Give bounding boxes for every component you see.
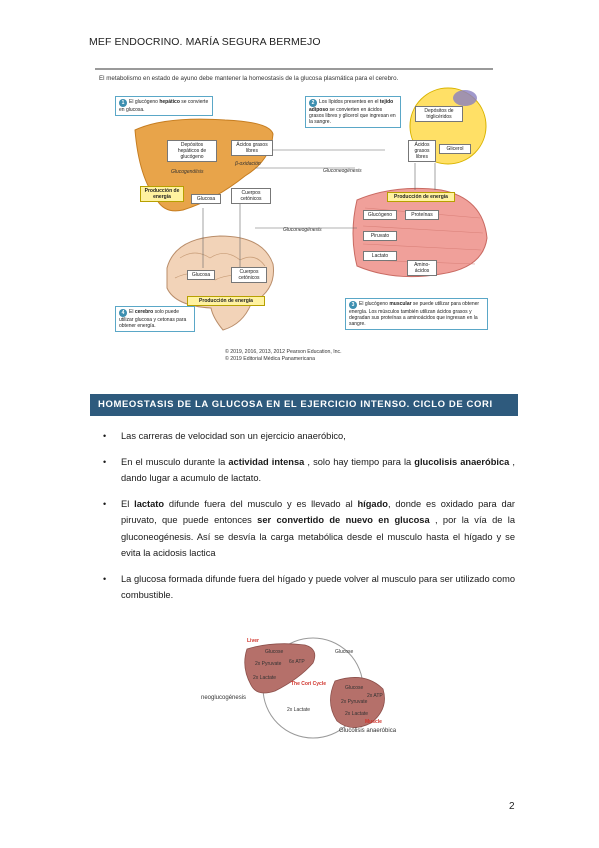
box-muscle-proteins: Proteínas [405,210,439,220]
box-glycerol: Glicerol [439,144,471,154]
box-muscle-pyruvate: Piruvato [363,231,397,241]
cori-muscle-pyruvate: 2x Pyruvate [341,699,368,705]
cori-liver-lactate: 2x Lactate [253,675,277,681]
cori-cycle-title: The Cori Cycle [291,681,327,687]
figure-caption: El metabolismo en estado de ayuno debe m… [99,75,399,82]
label-beta-oxidation: β-oxidación [235,161,261,167]
bullet-item-4: • La glucosa formada difunde fuera del h… [103,571,515,604]
cori-lactate-arrow: 2x Lactate [287,707,311,713]
cori-cycle-drawing [244,637,385,739]
box-liver-glycogen: Depósitos hepáticos de glucógeno [167,140,217,162]
fasting-metabolism-figure: El metabolismo en estado de ayuno debe m… [95,68,493,370]
running-header: MEF ENDOCRINO. MARÍA SEGURA BERMEJO [89,36,321,48]
label-gluconeogenesis-top: Gluconeogénesis [323,168,362,174]
figure-top-rule [95,68,493,70]
cori-glucose-arrow: Glucose [335,649,354,655]
cori-muscle-atp: 2x ATP [367,693,383,699]
cori-muscle-shape [330,677,385,728]
bullet-item-1: • Las carreras de velocidad son un ejerc… [103,428,515,445]
figure-credit: © 2019, 2016, 2013, 2012 Pearson Educati… [225,349,342,362]
cori-bottom-label: Glucolisis anaeróbica [339,728,397,734]
cori-left-label: neoglucogénesis [201,695,247,701]
cori-muscle-lactate: 2x Lactate [345,711,369,717]
box-muscle-glycogen: Glucógeno [363,210,397,220]
box-liver-fatty-acids: Ácidos grasos libres [231,140,273,156]
bullet-item-3: • El lactato difunde fuera del musculo y… [103,496,515,562]
page-number: 2 [509,801,515,812]
cori-muscle-glucose: Glucose [345,685,364,691]
bullet-item-2: • En el musculo durante la actividad int… [103,454,515,487]
box-muscle-energy: Producción de energía [387,192,455,202]
box-liver-glucose: Glucosa [191,194,221,204]
cori-liver-shape [244,643,316,694]
bullet-dot: • [103,431,107,441]
bullet-dot: • [103,456,107,467]
cori-liver-label: Liver [247,638,259,644]
box-liver-energy: Producción de energía [140,186,184,202]
box-muscle-aminoacids: Amino-ácidos [407,260,437,276]
label-gluconeogenesis-mid: Gluconeogénesis [283,227,322,233]
cori-liver-pyruvate: 2x Pyruvate [255,661,282,667]
label-glycogenolysis: Glucogenólisis [171,169,204,175]
box-brain-glucose: Glucosa [187,270,215,280]
box-adipose-fatty-acids: Ácidos grasos libres [408,140,436,162]
box-liver-ketones: Cuerpos cetónicos [231,188,271,204]
box-brain-energy: Producción de energía [187,296,265,306]
box-triglycerides: Depósitos de triglicéridos [415,106,463,122]
box-muscle-lactate: Lactato [363,251,397,261]
bullet-dot: • [103,573,107,584]
cori-liver-glucose: Glucose [265,649,284,655]
bullet-list: • Las carreras de velocidad son un ejerc… [103,428,515,613]
section-title: HOMEOSTASIS DE LA GLUCOSA EN EL EJERCICI… [98,399,493,410]
section-heading-bar: HOMEOSTASIS DE LA GLUCOSA EN EL EJERCICI… [90,394,518,416]
cori-muscle-label: Muscle [365,719,382,725]
cori-liver-atp: 6x ATP [289,659,305,665]
box-brain-ketones: Cuerpos cetónicos [231,267,267,283]
cori-cycle-figure: Liver Glucose 2x Pyruvate 6x ATP 2x Lact… [195,633,415,743]
bullet-dot: • [103,498,107,509]
